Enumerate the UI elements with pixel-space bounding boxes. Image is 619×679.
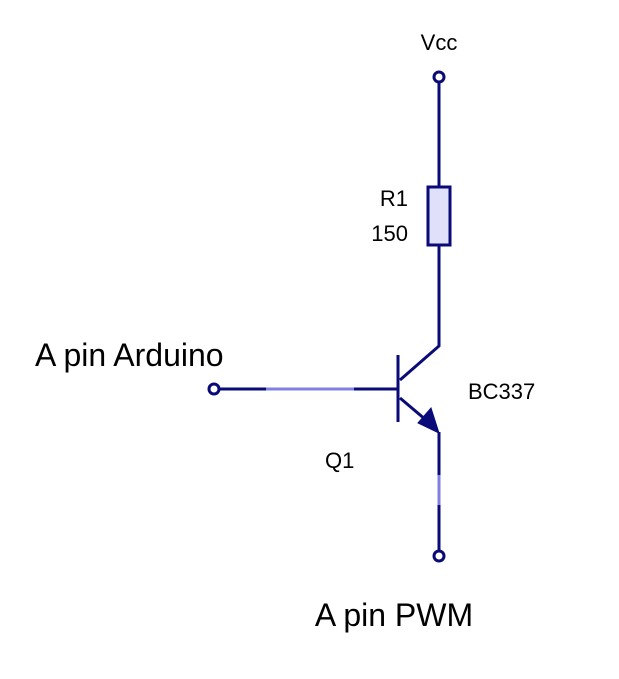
input-label: A pin Arduino (35, 337, 224, 373)
resistor-value-label: 150 (371, 221, 408, 246)
transistor-model-label: BC337 (468, 379, 535, 404)
emitter-wire (399, 396, 427, 422)
input-terminal[interactable] (207, 382, 221, 396)
resistor-r1[interactable] (426, 185, 452, 247)
vcc-label: Vcc (421, 30, 458, 55)
resistor-name-label: R1 (380, 186, 408, 211)
collector-wire (399, 245, 441, 382)
output-terminal[interactable] (432, 549, 446, 563)
output-label: A pin PWM (315, 597, 473, 633)
vcc-terminal[interactable] (432, 70, 446, 84)
transistor-name-label: Q1 (325, 448, 354, 473)
emitter-arrow-icon (417, 407, 440, 434)
